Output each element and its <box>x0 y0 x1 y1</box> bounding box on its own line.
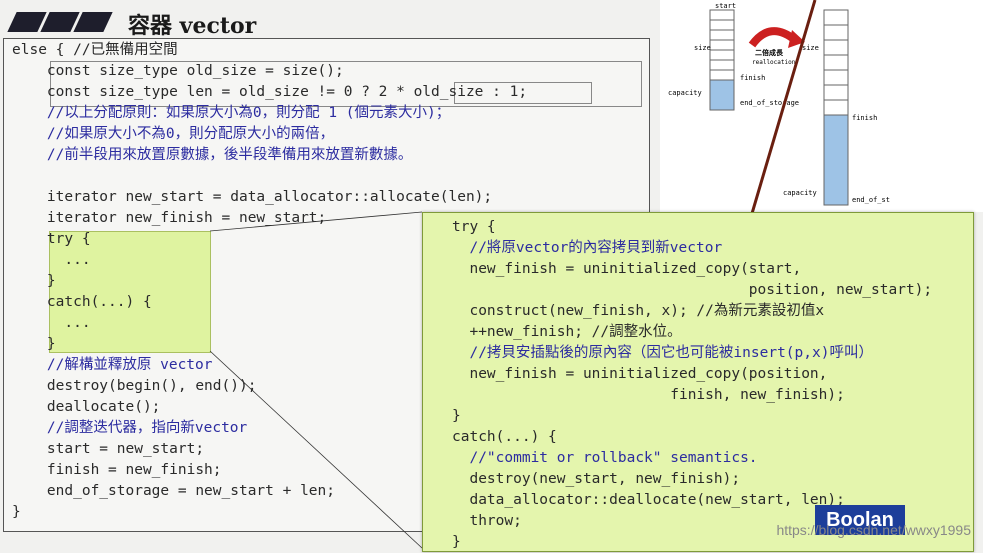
diagram-label-size: size <box>694 44 711 52</box>
popup-code-panel <box>422 212 974 552</box>
code-line: catch(...) { <box>452 429 557 445</box>
vector-diagram: start size capacity finish end_of_storag… <box>660 0 983 212</box>
code-line: //"commit or rollback" semantics. <box>452 450 758 466</box>
diagram-label-finish2: finish <box>852 114 877 122</box>
code-line: iterator new_start = data_allocator::all… <box>12 189 493 205</box>
code-line: } <box>12 273 56 289</box>
diagram-label-end: end_of_storage <box>740 99 799 107</box>
code-line: //解構並釋放原 vector <box>12 357 213 373</box>
slide-header: 容器 vector <box>0 0 983 40</box>
old-vector-blocks <box>709 9 735 111</box>
code-line: try { <box>12 231 91 247</box>
code-line: try { <box>452 219 496 235</box>
diagram-label-finish: finish <box>740 74 765 82</box>
code-line <box>12 166 527 187</box>
diagram-label-start: start <box>715 2 736 10</box>
code-line: } <box>12 504 21 520</box>
code-line: deallocate(); <box>12 399 161 415</box>
code-line: //前半段用來放置原數據，後半段準備用來放置新數據。 <box>12 147 413 163</box>
diagram-label-end2: end_of_st <box>852 196 890 204</box>
code-line: data_allocator::deallocate(new_start, le… <box>452 492 845 508</box>
code-line: //拷貝安插點後的原內容（因它也可能被insert(p,x)呼叫） <box>452 345 873 361</box>
code-line: finish, new_finish); <box>452 387 845 403</box>
diagram-label-capacity: capacity <box>668 89 702 97</box>
code-line: throw; <box>452 513 522 529</box>
code-line: else { //已無備用空間 <box>12 42 178 58</box>
code-highlight-box <box>454 82 592 104</box>
code-line: //如果原大小不為0，則分配原大小的兩倍， <box>12 126 335 142</box>
code-listing: else { //已無備用空間 const size_type old_size… <box>12 40 527 523</box>
code-line: } <box>12 336 56 352</box>
code-line: //以上分配原則：如果原大小為0，則分配 1 (個元素大小)； <box>12 105 451 121</box>
code-line: start = new_start; <box>12 441 205 457</box>
diagram-label-size2: size <box>802 44 819 52</box>
slide-title: 容器 vector <box>128 13 257 39</box>
code-line: position, new_start); <box>452 282 933 298</box>
code-line: const size_type len = old_size != 0 ? 2 … <box>12 84 528 100</box>
code-line: //將原vector的內容拷貝到新vector <box>452 240 723 256</box>
code-line: const size_type old_size = size(); <box>12 63 344 79</box>
diagram-label-capacity2: capacity <box>783 189 817 197</box>
code-line: finish = new_finish; <box>12 462 222 478</box>
code-line: //調整迭代器，指向新vector <box>12 420 248 436</box>
try-catch-highlight <box>49 231 211 353</box>
code-line: } <box>452 534 461 550</box>
code-line: ++new_finish; //調整水位。 <box>452 324 682 340</box>
code-highlight-box <box>50 61 642 107</box>
watermark: https://blog.csdn.net/wwxy1995 <box>776 522 971 538</box>
code-line: catch(...) { <box>12 294 152 310</box>
code-line: ... <box>12 252 91 268</box>
code-line: construct(new_finish, x); //為新元素設初值x <box>452 303 825 319</box>
header-decor-bar <box>73 12 113 32</box>
code-line: ... <box>12 315 91 331</box>
diagram-label-realloc: reallocation <box>752 59 796 66</box>
code-line: new_finish = uninitialized_copy(position… <box>452 366 828 382</box>
code-line: new_finish = uninitialized_copy(start, <box>452 261 802 277</box>
new-vector-blocks <box>823 9 849 206</box>
code-line: destroy(new_start, new_finish); <box>452 471 741 487</box>
code-line: } <box>452 408 461 424</box>
popup-code-listing: try { //將原vector的內容拷貝到新vector new_finish… <box>452 217 932 553</box>
diagram-label-growth: 二倍成長 <box>755 48 784 57</box>
boolan-logo: Boolan <box>815 505 905 535</box>
